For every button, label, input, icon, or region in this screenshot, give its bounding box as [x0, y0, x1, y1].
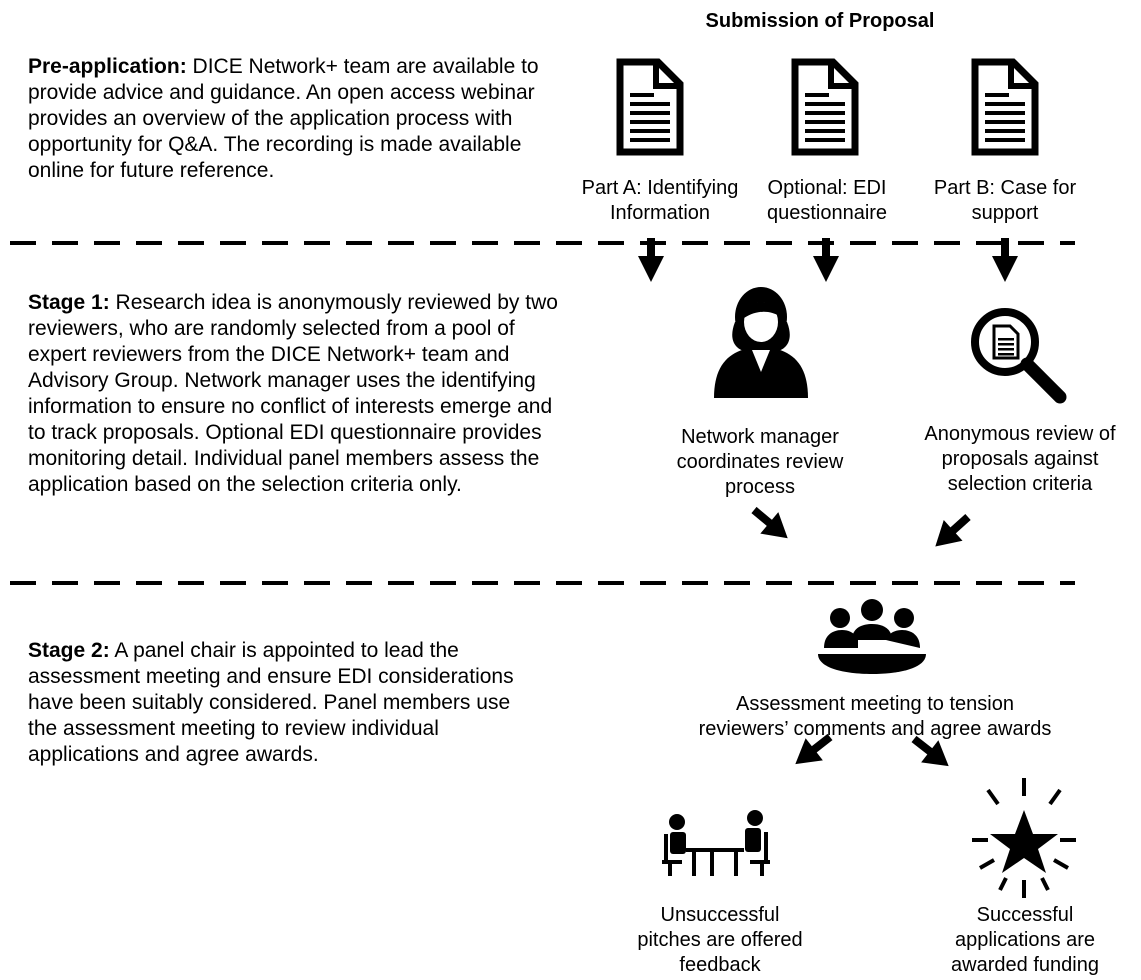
- caption-line: Successful: [976, 904, 1074, 926]
- submission-title: Submission of Proposal: [705, 10, 935, 32]
- caption-line: Information: [609, 202, 711, 224]
- document-caption-part-a: Part A: Identifying Information: [580, 176, 740, 226]
- pre-application-heading: Pre-application:: [28, 55, 187, 78]
- caption-line: support: [971, 202, 1039, 224]
- unsuccessful-caption: Unsuccessful pitches are offered feedbac…: [615, 903, 825, 978]
- stage2-heading: Stage 2:: [28, 639, 110, 662]
- caption-line: Anonymous review of: [924, 423, 1116, 445]
- anonymous-review-caption: Anonymous review of proposals against se…: [905, 422, 1135, 497]
- caption-line: feedback: [679, 954, 761, 976]
- stage2-text: Stage 2: A panel chair is appointed to l…: [28, 638, 538, 768]
- caption-line: questionnaire: [766, 202, 888, 224]
- caption-line: Unsuccessful: [660, 904, 780, 926]
- assessment-meeting-caption: Assessment meeting to tension reviewers’…: [690, 692, 1060, 742]
- stage1-body: Research idea is anonymously reviewed by…: [28, 291, 558, 496]
- stage1-text: Stage 1: Research idea is anonymously re…: [28, 290, 568, 498]
- caption-line: coordinates review: [676, 451, 844, 473]
- document-caption-optional-edi: Optional: EDI questionnaire: [752, 176, 902, 226]
- group-meeting-icon: [818, 599, 926, 674]
- person-icon: [714, 287, 808, 398]
- arrow-down-left-icon: [925, 506, 978, 557]
- pre-application-body: DICE Network+ team are available to prov…: [28, 55, 539, 182]
- caption-line: Optional: EDI: [767, 177, 887, 199]
- document-icon: [795, 62, 855, 152]
- network-manager-caption: Network manager coordinates review proce…: [660, 425, 860, 500]
- document-icon: [975, 62, 1035, 152]
- caption-line: awarded funding: [951, 954, 1099, 976]
- document-caption-part-b: Part B: Case for support: [925, 176, 1085, 226]
- caption-line: Part A: Identifying: [581, 177, 739, 199]
- caption-line: applications are: [954, 929, 1096, 951]
- arrow-down-right-icon: [745, 499, 797, 550]
- document-icon: [620, 62, 680, 152]
- caption-line: pitches are offered: [637, 929, 803, 951]
- stage1-heading: Stage 1:: [28, 291, 110, 314]
- successful-caption: Successful applications are awarded fund…: [935, 903, 1115, 978]
- star-burst-icon: [972, 778, 1076, 898]
- caption-line: proposals against: [941, 448, 1099, 470]
- caption-line: Part B: Case for: [933, 177, 1077, 199]
- caption-line: process: [724, 476, 796, 498]
- pre-application-text: Pre-application: DICE Network+ team are …: [28, 54, 568, 184]
- table-meeting-icon: [662, 810, 770, 876]
- magnifier-document-icon: [971, 308, 1067, 404]
- stage2-body: A panel chair is appointed to lead the a…: [28, 639, 514, 766]
- caption-line: reviewers’ comments and agree awards: [698, 718, 1052, 740]
- caption-line: selection criteria: [947, 473, 1093, 495]
- caption-line: Network manager: [681, 426, 839, 448]
- caption-line: Assessment meeting to tension: [736, 693, 1014, 715]
